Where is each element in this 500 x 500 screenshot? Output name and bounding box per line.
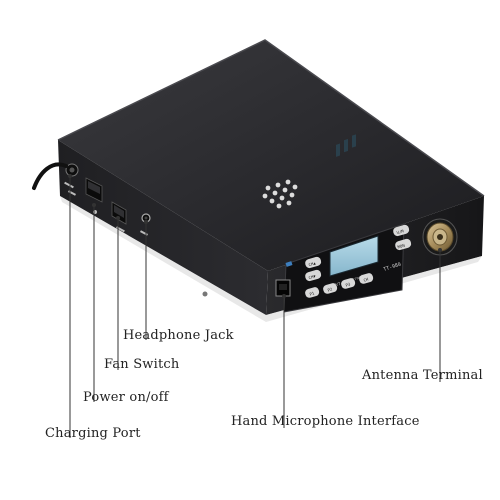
keypad-button[interactable]: CH▼: [304, 269, 322, 282]
charging-cable: [32, 162, 68, 190]
antenna-terminal: [422, 218, 458, 256]
keypad-button[interactable]: CH▲: [304, 256, 322, 269]
case-screw: [202, 291, 208, 297]
power-switch: [85, 177, 103, 203]
case-left-side: [58, 140, 268, 315]
model-label: TT-980: [383, 262, 402, 273]
fan-switch: [111, 201, 127, 225]
svg-text:CH▼: CH▼: [308, 273, 317, 280]
leader-lines: [69, 176, 441, 438]
callout-hand-microphone: Hand Microphone Interface: [231, 414, 420, 429]
svg-text:P3: P3: [345, 281, 352, 287]
svg-text:CH: CH: [363, 276, 370, 282]
svg-text:P2: P2: [327, 286, 334, 292]
keypad-button[interactable]: P1: [304, 286, 320, 299]
svg-text:V/M: V/M: [396, 228, 405, 235]
keypad-button[interactable]: V/M: [392, 224, 410, 237]
keypad-button[interactable]: P2: [322, 282, 338, 295]
lcd-screen: [329, 235, 379, 277]
status-led: [285, 261, 293, 267]
keypad: CH▲ CH▼ P1 P2 P3 CH V/M MON: [304, 224, 412, 299]
svg-text:P1: P1: [309, 290, 316, 296]
lcd-digits: [336, 134, 356, 157]
callout-headphone-jack: Headphone Jack: [123, 328, 234, 343]
hand-microphone-port: [275, 279, 291, 297]
keypad-button[interactable]: MON: [394, 238, 412, 251]
svg-text:CH▲: CH▲: [308, 260, 317, 267]
leader-dots: [68, 174, 442, 298]
callout-power-onoff: Power on/off: [83, 390, 169, 405]
keypad-button[interactable]: CH: [358, 272, 374, 285]
charging-port: [65, 163, 79, 177]
case-top-edge: [57, 39, 485, 197]
callout-antenna-terminal: Antenna Terminal: [362, 368, 483, 383]
case-top-surface: [58, 40, 484, 271]
keypad-button[interactable]: P3: [340, 277, 356, 290]
callout-charging-port: Charging Port: [45, 426, 141, 441]
speaker-grille: [262, 179, 298, 209]
svg-text:MON: MON: [397, 243, 406, 250]
callout-fan-switch: Fan Switch: [104, 357, 180, 372]
